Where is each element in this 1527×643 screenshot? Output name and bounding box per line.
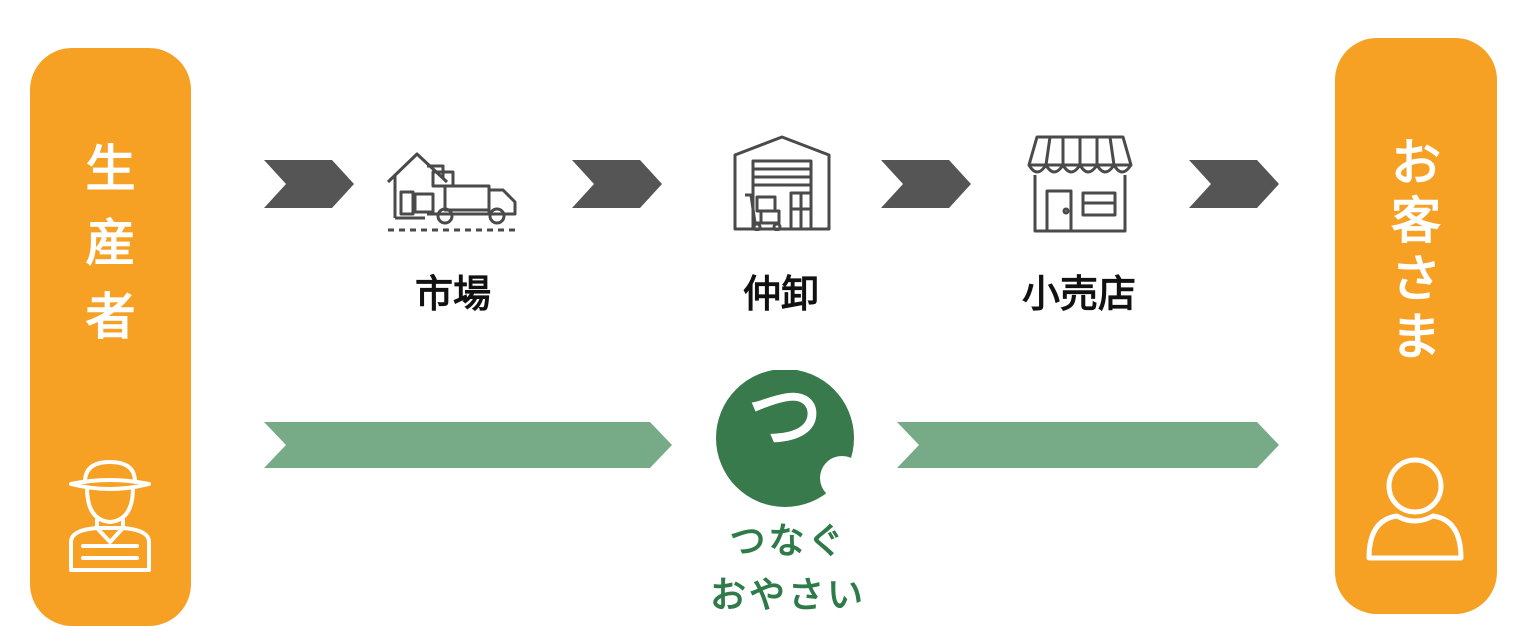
producer-label: 生 産 者 bbox=[30, 144, 191, 366]
logo-character: つ bbox=[748, 374, 822, 460]
store-icon bbox=[1027, 135, 1133, 233]
producer-char: 生 bbox=[85, 140, 136, 198]
stage-label: 仲卸 bbox=[742, 272, 819, 316]
chevron-right-icon bbox=[881, 160, 971, 208]
tsunagu-logo-icon bbox=[716, 370, 864, 507]
producer-char: 者 bbox=[85, 288, 136, 346]
chevron-right-icon bbox=[572, 160, 662, 208]
direct-arrow-right bbox=[897, 422, 1279, 468]
customer-char: ま bbox=[1391, 308, 1441, 366]
farmer-icon bbox=[69, 460, 151, 572]
customer-char: さ bbox=[1391, 250, 1441, 308]
customer-char: 客 bbox=[1391, 192, 1441, 250]
stage-label: 小売店 bbox=[1021, 272, 1136, 316]
market-truck-icon bbox=[386, 152, 517, 232]
customer-pillar: お 客 さ ま bbox=[1335, 38, 1497, 614]
chevron-right-icon bbox=[264, 160, 354, 208]
stage-label: 市場 bbox=[414, 272, 491, 316]
customer-label: お 客 さ ま bbox=[1335, 138, 1497, 370]
producer-pillar: 生 産 者 bbox=[30, 48, 191, 626]
brand-name-line2: おやさい bbox=[709, 574, 866, 616]
chevron-right-icon bbox=[1189, 160, 1279, 208]
brand-name-line1: つなぐ bbox=[729, 520, 847, 562]
producer-char: 産 bbox=[85, 214, 136, 272]
warehouse-icon bbox=[733, 135, 831, 231]
direct-arrow-left bbox=[264, 422, 672, 468]
person-icon bbox=[1366, 457, 1464, 561]
customer-char: お bbox=[1391, 134, 1441, 192]
